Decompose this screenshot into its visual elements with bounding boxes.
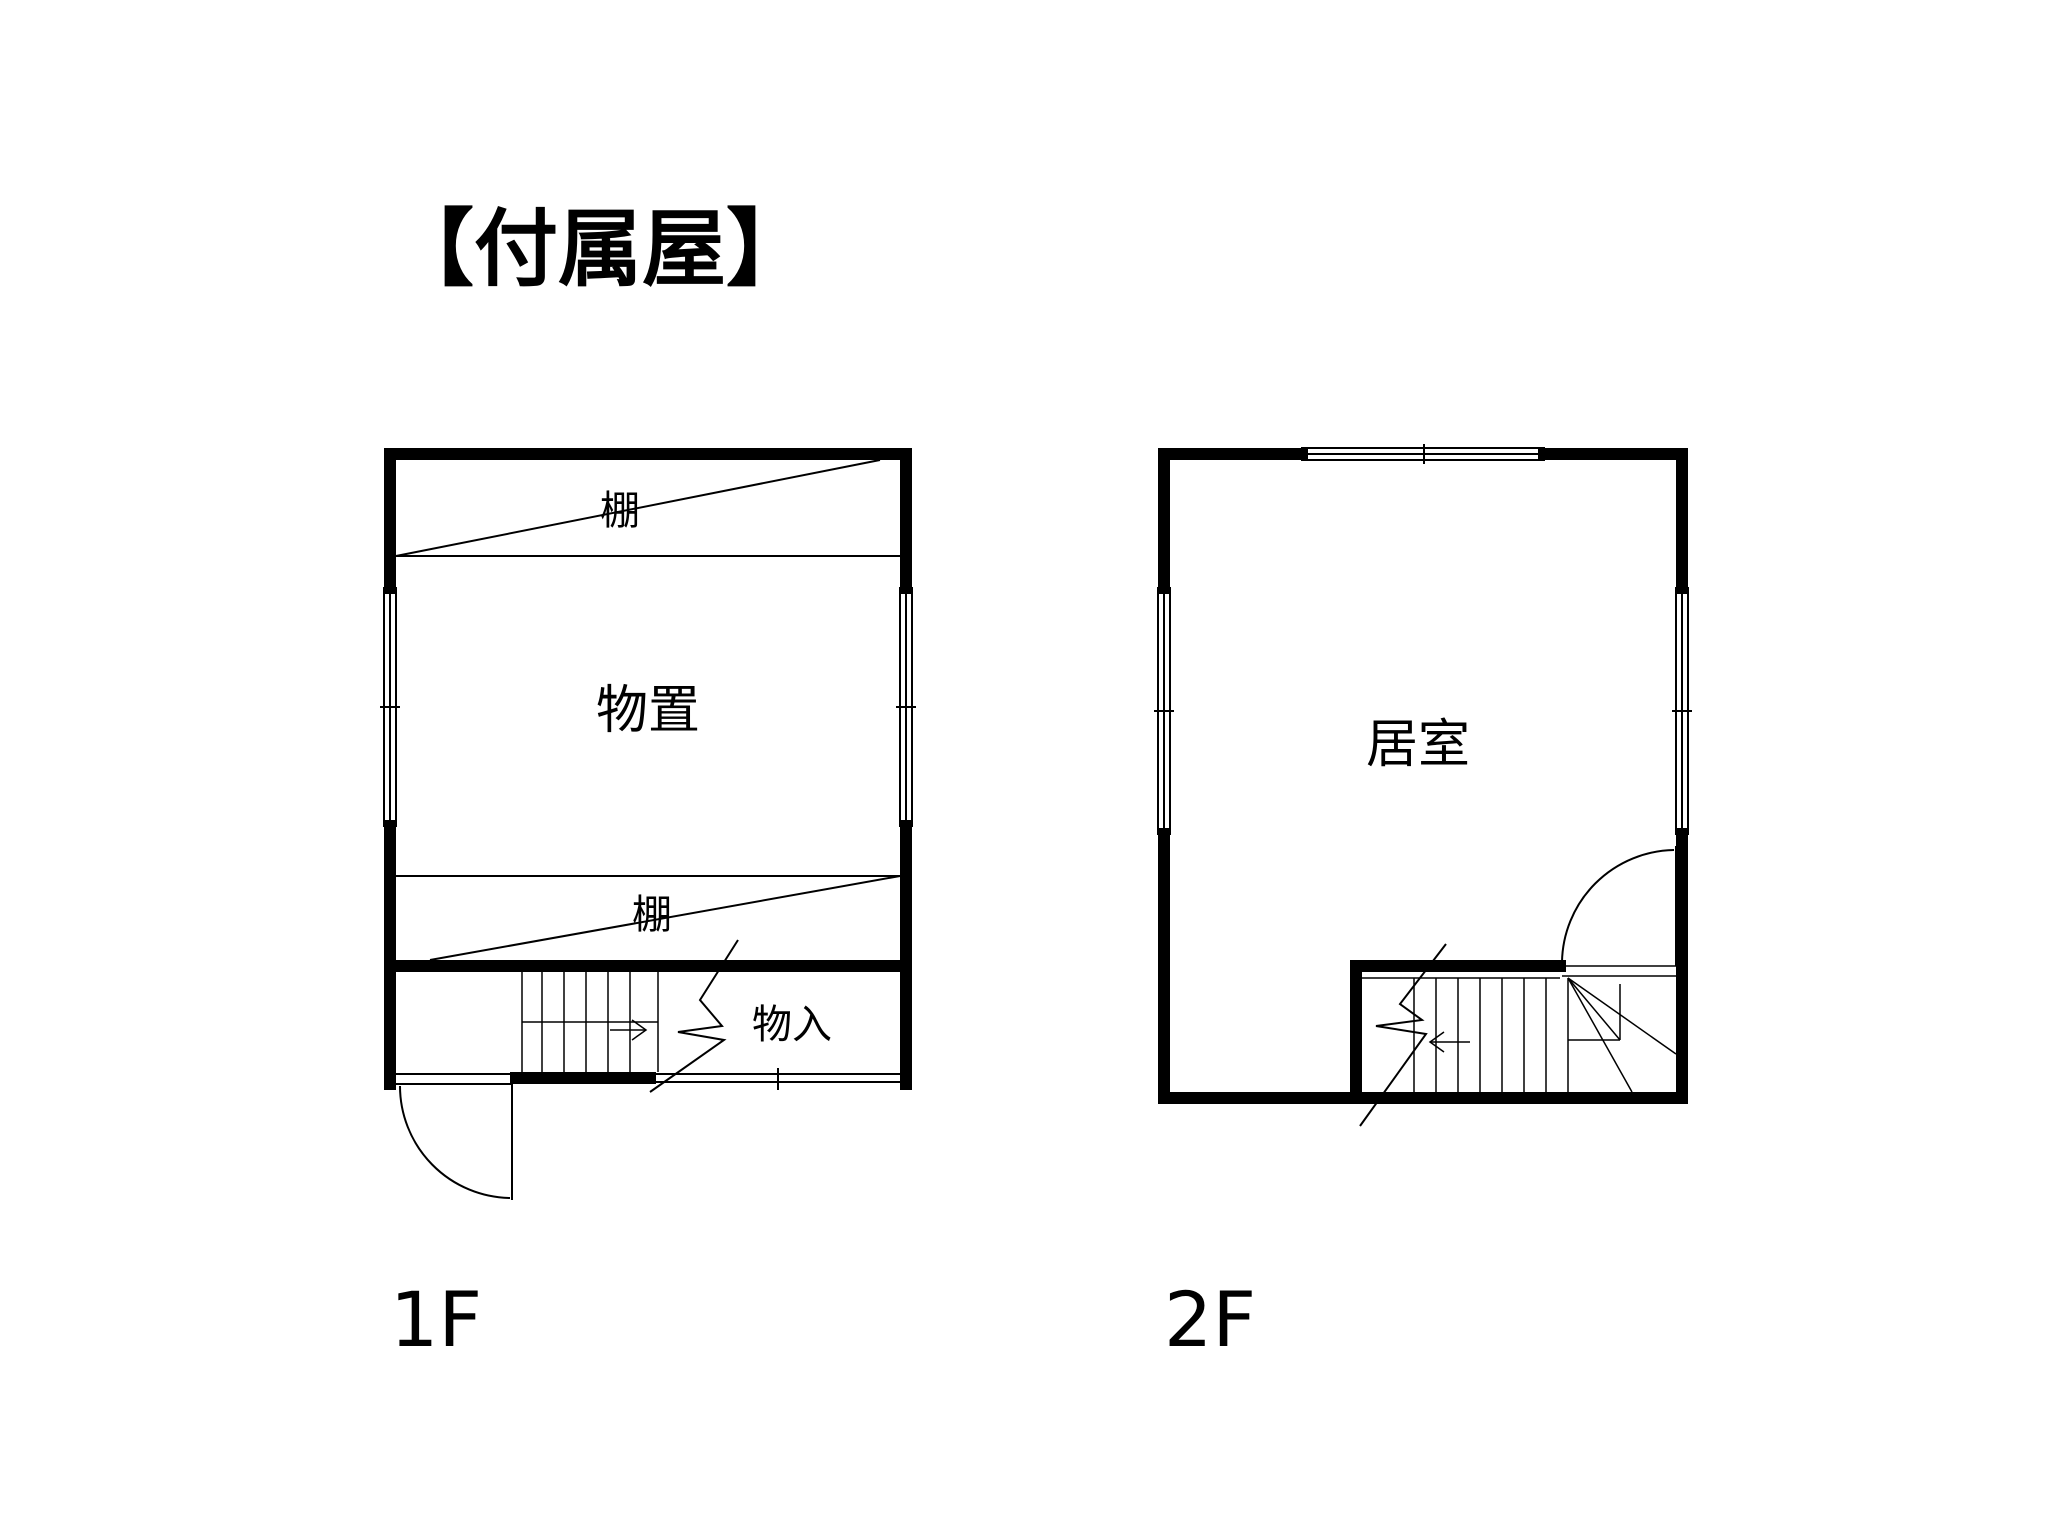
floor-2f-walls [1158,448,1688,1104]
page-title: 【付属屋】 [390,200,810,298]
floor-2f-break-line [1359,943,1447,1127]
floor-1f-plan [380,448,916,1200]
label-shelf-top: 棚 [600,488,640,534]
floor-1f-sliding-door [654,1068,900,1090]
label-living-room: 居室 [1366,715,1470,775]
floor-label-1f: 1F [390,1275,482,1364]
floor-2f-plan [1154,444,1692,1127]
floor-label-2f: 2F [1164,1275,1256,1364]
floor-2f-stairs [1362,965,1677,1093]
floor-1f-windows [380,587,916,827]
floor-1f-stairs [521,972,659,1072]
floor-2f-windows [1154,444,1692,835]
floor-1f-walls [384,448,912,1090]
label-storage: 物置 [596,681,700,741]
label-closet: 物入 [752,1002,832,1048]
label-shelf-bottom: 棚 [632,892,672,938]
floor-1f-break-line [649,939,739,1093]
floor-1f-shelves [395,459,901,961]
floor-2f-door [1561,846,1677,966]
floor-1f-entrance-door [396,1073,513,1200]
